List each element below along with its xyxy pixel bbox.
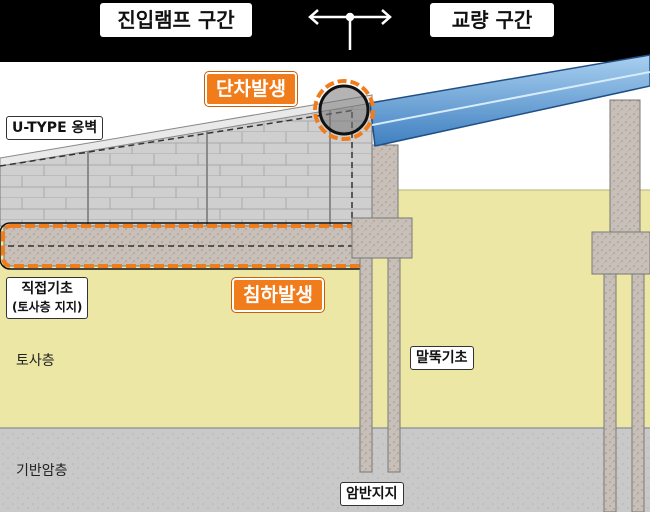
step-difference-callout: 단차발생: [205, 72, 297, 106]
abutment-pile-right: [387, 257, 401, 473]
abutment-footing: [351, 217, 413, 259]
bridge-pier: [609, 99, 641, 241]
pier-pile-right: [631, 273, 645, 512]
pier-pile-left: [603, 273, 617, 512]
spread-footing-note: (토사층 지지): [12, 300, 83, 314]
spread-footing-title: 직접기초: [21, 281, 73, 297]
abutment-pile-left: [359, 257, 373, 473]
bedrock-layer-label: 기반암층: [16, 463, 68, 479]
bridge-section-label: 교량 구간: [430, 3, 554, 37]
bridge-girder: [369, 54, 650, 147]
bedrock-layer: [0, 428, 650, 512]
spread-footing-label: 직접기초 (토사층 지지): [6, 277, 89, 319]
retaining-wall-label: U-TYPE 옹벽: [6, 116, 104, 140]
settlement-callout: 침하발생: [232, 278, 324, 312]
left-right-arrow-icon: [308, 9, 392, 50]
rock-support-label: 암반지지: [340, 482, 404, 506]
soil-layer-label: 토사층: [16, 353, 55, 369]
ramp-section-label: 진입램프 구간: [100, 3, 252, 37]
pier-footing: [591, 231, 650, 275]
pile-foundation-label: 말뚝기초: [410, 346, 474, 370]
abutment-wall: [371, 144, 399, 228]
step-circle: [318, 84, 370, 136]
step-highlight: [313, 79, 375, 141]
